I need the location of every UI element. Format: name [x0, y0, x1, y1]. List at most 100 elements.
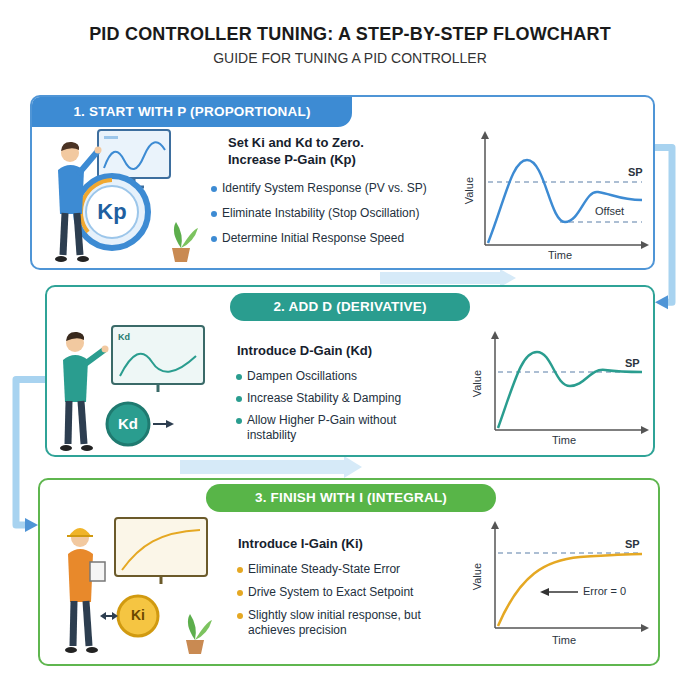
response-chart-part	[560, 221, 642, 222]
bullet-item: Allow Higher P-Gain without instability	[247, 413, 447, 443]
gain-symbol: Ki	[116, 607, 160, 624]
flow-band-part	[500, 269, 516, 287]
engineer-figure-part	[86, 647, 98, 653]
response-chart-part	[491, 521, 499, 529]
engineer-figure-part	[73, 601, 74, 646]
connector-line	[655, 148, 672, 303]
engineer-figure-part	[68, 549, 93, 602]
response-chart-part	[495, 429, 645, 431]
engineer-figure-part	[81, 401, 84, 444]
response-chart-part	[498, 371, 642, 372]
gain-dial-part	[81, 180, 112, 232]
response-chart-part	[641, 241, 649, 249]
engineer-figure-part	[68, 401, 69, 444]
step-heading: Introduce I-Gain (Ki)	[238, 536, 438, 553]
engineer-figure-part	[95, 147, 102, 154]
engineer-figure	[60, 332, 109, 451]
gain-badge-part	[100, 612, 106, 620]
response-chart-part	[481, 131, 489, 139]
axis-label: Time	[548, 249, 572, 262]
bullet-item: Determine Initial Response Speed	[222, 231, 462, 246]
response-chart-part	[498, 554, 642, 626]
engineer-figure-part	[66, 334, 84, 352]
gain-dial-part	[86, 186, 138, 238]
setpoint-label: SP	[628, 166, 643, 179]
connector-line	[16, 380, 45, 525]
response-chart-part	[547, 591, 578, 593]
monitor-icon-part	[120, 354, 196, 376]
bullet-item: Drive System to Exact Setpoint	[248, 585, 458, 600]
axis-label: Time	[552, 434, 576, 447]
step-panel: 3. FINISH WITH I (INTEGRAL) Introduce I-G…	[38, 478, 660, 666]
gain-badge-part	[166, 420, 174, 428]
gain-symbol: Kd	[118, 332, 130, 343]
bullet-item: Increase Stability & Damping	[247, 391, 447, 406]
engineer-figure-part	[67, 535, 93, 537]
response-chart-part	[494, 335, 496, 430]
step-heading: Set Ki and Kd to Zero. Increase P-Gain (…	[228, 135, 406, 169]
step-panel: 2. ADD D (DERIVATIVE)Introduce D-Gain (K…	[45, 285, 655, 457]
engineer-figure-part	[77, 256, 89, 262]
engineer-figure-part	[80, 152, 97, 172]
flow-band-part	[344, 456, 362, 478]
monitor-icon-part	[157, 384, 160, 392]
engineer-figure-part	[102, 346, 109, 353]
monitor-icon-part	[112, 326, 204, 384]
gain-dial	[76, 176, 148, 248]
step-header: 3. FINISH WITH I (INTEGRAL)	[206, 484, 496, 512]
arrow-head	[25, 518, 38, 532]
gain-symbol: Kd	[106, 415, 150, 433]
engineer-figure-part	[77, 213, 80, 255]
setpoint-label: SP	[625, 538, 640, 551]
plant-icon-part	[172, 248, 190, 262]
response-chart-part	[491, 331, 499, 339]
bullet-item: Eliminate Steady-State Error	[248, 562, 458, 577]
gain-badge	[100, 596, 158, 636]
offset-label: Offset	[595, 205, 624, 218]
monitor-icon-part	[98, 130, 170, 178]
gain-dial-part	[76, 176, 148, 248]
response-chart-part	[540, 588, 549, 596]
monitor-icon	[112, 326, 204, 392]
gain-symbol: Kp	[90, 199, 134, 225]
arrow-head	[655, 295, 668, 309]
response-chart	[491, 331, 649, 434]
response-chart-part	[488, 181, 642, 182]
plant-icon-part	[181, 228, 198, 248]
bullet-item: Slightly slow initial response, but achi…	[248, 608, 448, 638]
response-chart-part	[641, 426, 649, 434]
engineer-figure-part	[63, 355, 88, 402]
engineer-figure-part	[61, 144, 79, 162]
monitor-icon-part	[115, 518, 207, 576]
response-chart-part	[641, 624, 649, 632]
step-header: 1. START WITH P (PROPORTIONAL)	[32, 97, 352, 127]
engineer-figure-part	[65, 647, 77, 653]
response-chart-part	[485, 244, 645, 246]
response-chart-part	[498, 352, 642, 428]
monitor-icon-part	[133, 178, 136, 186]
axis-label: Time	[552, 634, 576, 647]
flow-band-part	[380, 272, 500, 284]
bullet-item: Eliminate Instability (Stop Oscillation)	[222, 206, 462, 221]
response-chart-part	[495, 627, 645, 629]
engineer-figure-part	[69, 528, 91, 536]
flow-connector	[655, 148, 672, 310]
monitor-icon-part	[104, 142, 165, 169]
engineer-figure	[55, 142, 102, 262]
engineer-figure-part	[85, 350, 104, 364]
engineer-figure-part	[90, 562, 105, 581]
gain-badge	[107, 403, 174, 445]
axis-label: Value	[471, 364, 484, 404]
monitor-icon-part	[124, 186, 144, 189]
response-chart-part	[498, 552, 642, 553]
monitor-icon-part	[104, 136, 118, 139]
engineer-figure-part	[60, 445, 72, 451]
gain-badge-part	[107, 403, 149, 445]
engineer-figure-part	[66, 332, 84, 341]
error-label: Error = 0	[583, 585, 626, 598]
bullet-item: Identify System Response (PV vs. SP)	[222, 181, 462, 196]
